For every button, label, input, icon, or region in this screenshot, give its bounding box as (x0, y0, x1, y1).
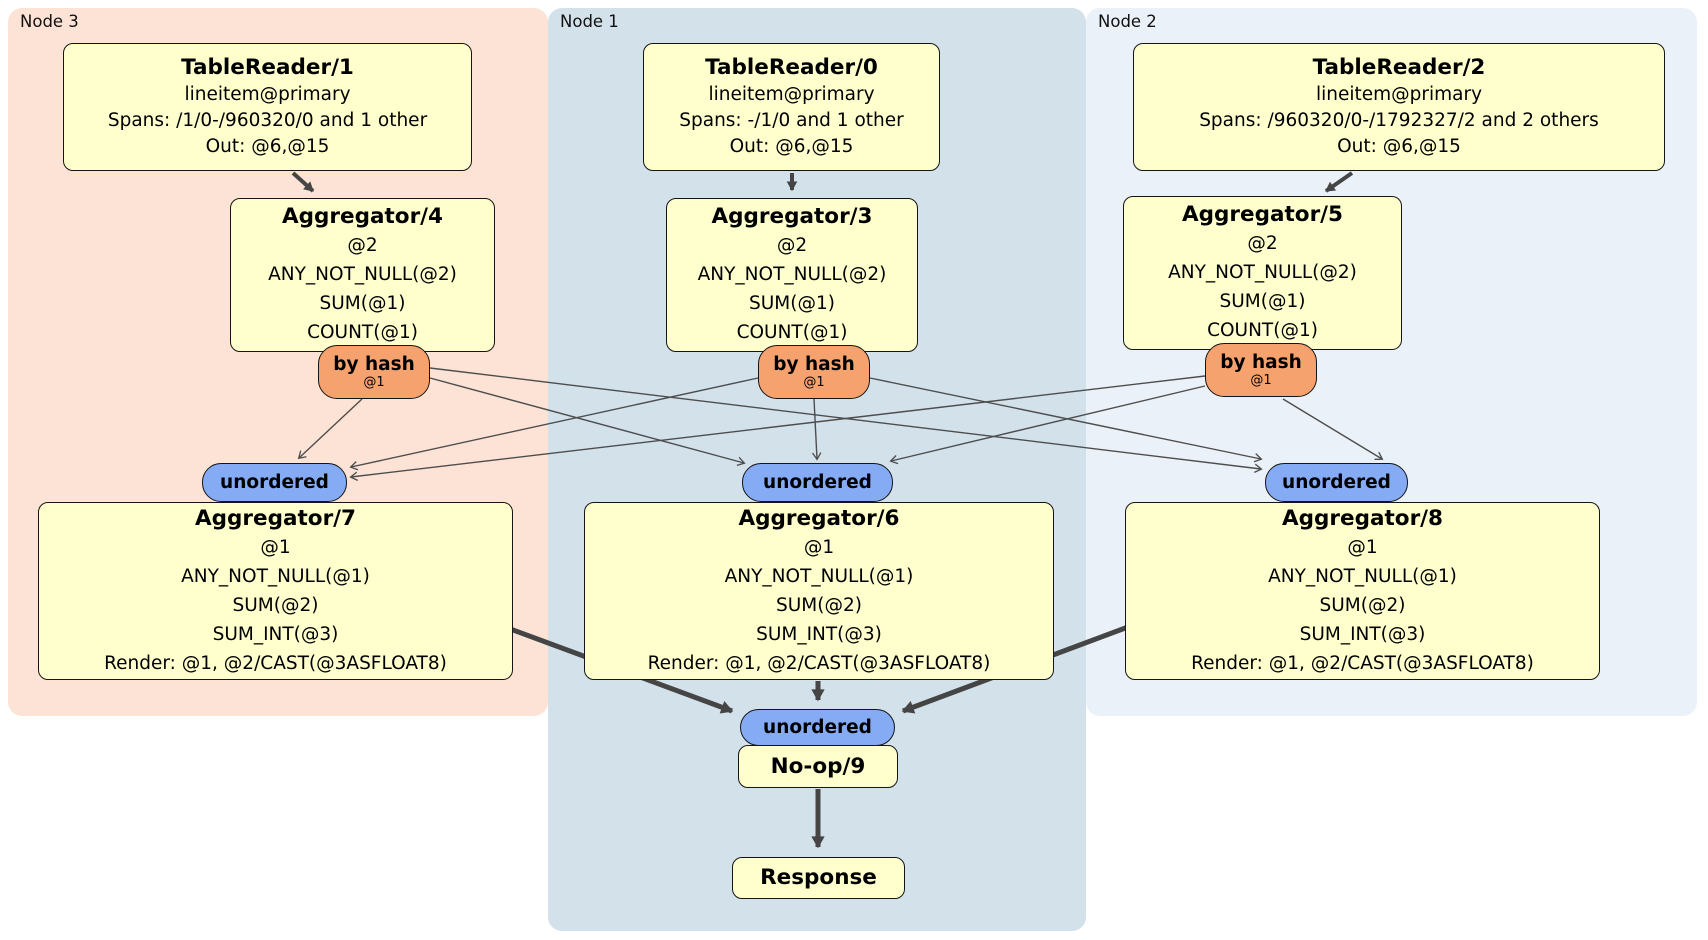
node3-label: Node 3 (20, 12, 79, 31)
processor-line: Render: @1, @2/CAST(@3ASFLOAT8) (104, 652, 447, 674)
processor-line: lineitem@primary (184, 84, 351, 105)
processor-line: SUM_INT(@3) (212, 623, 339, 645)
processor-line: ANY_NOT_NULL(@1) (181, 565, 370, 587)
processor-title: Aggregator/7 (195, 505, 356, 531)
aggregator-8-box: Aggregator/8 @1 ANY_NOT_NULL(@1) SUM(@2)… (1125, 502, 1600, 680)
table-reader-2-box: TableReader/2 lineitem@primary Spans: /9… (1133, 43, 1665, 171)
processor-title: Aggregator/4 (282, 204, 443, 229)
processor-title: TableReader/1 (181, 55, 354, 80)
response-box: Response (732, 857, 905, 899)
processor-line: @2 (1247, 233, 1278, 254)
aggregator-5-box: Aggregator/5 @2 ANY_NOT_NULL(@2) SUM(@1)… (1123, 196, 1402, 350)
processor-line: Out: @6,@15 (205, 136, 330, 157)
aggregator-6-box: Aggregator/6 @1 ANY_NOT_NULL(@1) SUM(@2)… (584, 502, 1054, 680)
processor-line: @2 (776, 235, 808, 256)
processor-line: COUNT(@1) (736, 322, 848, 343)
by-hash-router-node3: by hash @1 (318, 345, 430, 399)
processor-line: ANY_NOT_NULL(@2) (697, 264, 887, 285)
unordered-stream-final: unordered (740, 709, 895, 746)
unordered-stream-node1: unordered (742, 463, 893, 502)
processor-line: SUM(@1) (1219, 291, 1306, 312)
processor-line: Out: @6,@15 (729, 136, 854, 157)
processor-title: Aggregator/6 (738, 505, 900, 531)
processor-title: Aggregator/3 (711, 204, 873, 229)
processor-line: ANY_NOT_NULL(@2) (1168, 262, 1357, 283)
processor-line: Render: @1, @2/CAST(@3ASFLOAT8) (647, 652, 991, 674)
processor-line: ANY_NOT_NULL(@1) (1268, 565, 1457, 587)
processor-line: Out: @6,@15 (1337, 136, 1461, 157)
processor-line: COUNT(@1) (1207, 320, 1318, 341)
processor-line: lineitem@primary (1315, 84, 1483, 105)
processor-line: lineitem@primary (708, 84, 875, 105)
table-reader-0-box: TableReader/0 lineitem@primary Spans: -/… (643, 43, 940, 171)
noop-9-box: No-op/9 (738, 745, 898, 788)
processor-line: @1 (260, 536, 291, 558)
unordered-stream-node3: unordered (202, 463, 347, 502)
processor-line: COUNT(@1) (307, 322, 418, 343)
aggregator-3-box: Aggregator/3 @2 ANY_NOT_NULL(@2) SUM(@1)… (666, 198, 918, 352)
processor-title: TableReader/0 (705, 55, 878, 80)
processor-line: SUM(@2) (1319, 594, 1406, 616)
node2-label: Node 2 (1098, 12, 1157, 31)
processor-line: SUM(@1) (749, 293, 835, 314)
table-reader-1-box: TableReader/1 lineitem@primary Spans: /1… (63, 43, 472, 171)
by-hash-router-node1: by hash @1 (758, 345, 870, 399)
processor-line: SUM(@2) (776, 594, 862, 616)
aggregator-4-box: Aggregator/4 @2 ANY_NOT_NULL(@2) SUM(@1)… (230, 198, 495, 352)
processor-title: Aggregator/5 (1182, 202, 1343, 227)
processor-line: Render: @1, @2/CAST(@3ASFLOAT8) (1191, 652, 1534, 674)
processor-line: SUM(@1) (319, 293, 406, 314)
processor-line: @1 (803, 536, 835, 558)
processor-title: Aggregator/8 (1282, 505, 1443, 531)
processor-line: @2 (347, 235, 378, 256)
processor-line: Spans: /1/0-/960320/0 and 1 other (107, 110, 428, 131)
processor-line: Spans: /960320/0-/1792327/2 and 2 others (1199, 110, 1599, 131)
processor-line: SUM_INT(@3) (756, 623, 882, 645)
node1-label: Node 1 (560, 12, 619, 31)
by-hash-router-node2: by hash @1 (1205, 343, 1317, 397)
processor-line: SUM_INT(@3) (1299, 623, 1426, 645)
processor-title: TableReader/2 (1312, 55, 1486, 80)
aggregator-7-box: Aggregator/7 @1 ANY_NOT_NULL(@1) SUM(@2)… (38, 502, 513, 680)
processor-line: SUM(@2) (232, 594, 319, 616)
unordered-stream-node2: unordered (1265, 463, 1408, 502)
processor-line: ANY_NOT_NULL(@1) (724, 565, 914, 587)
processor-line: @1 (1347, 536, 1378, 558)
processor-line: Spans: -/1/0 and 1 other (679, 110, 904, 131)
processor-line: ANY_NOT_NULL(@2) (268, 264, 457, 285)
